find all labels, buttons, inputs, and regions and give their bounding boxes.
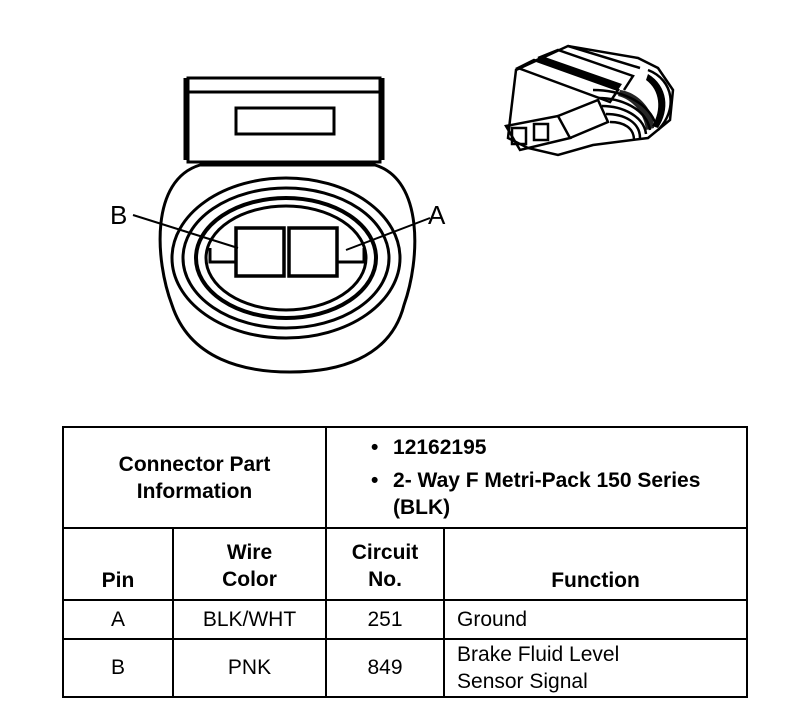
header-row: Pin Wire Color Circuit No. Function: [62, 527, 749, 601]
leader-line-a: [345, 217, 431, 251]
circuit-cell: 849: [325, 638, 446, 698]
part-info-row: Connector Part Information •12162195 •2-…: [61, 426, 749, 529]
wire-color-cell: PNK: [171, 638, 328, 698]
outer-seal-ring: [170, 176, 402, 340]
terminal-slot: [510, 126, 528, 146]
connector-face-view: [132, 76, 431, 374]
function-cell: Ground: [443, 599, 749, 640]
connector-outer-body: [158, 163, 417, 374]
part-info-item: •2- Way F Metri-Pack 150 Series (BLK): [371, 469, 701, 519]
terminal-cavity-b: [234, 226, 286, 278]
connector-info-table: Connector Part Information •12162195 •2-…: [61, 426, 749, 698]
header-circuit: Circuit No.: [325, 527, 446, 601]
body-outline: [506, 44, 675, 157]
header-pin: Pin: [62, 527, 174, 601]
circuit-cell: 251: [325, 599, 446, 640]
pin-label-a: A: [428, 200, 446, 230]
terminal-cavity-a: [287, 226, 339, 278]
part-info-item: •12162195: [371, 436, 487, 459]
terminal-slot: [532, 122, 550, 142]
header-function: Function: [443, 527, 749, 601]
header-wire-color: Wire Color: [171, 527, 328, 601]
table-row: B PNK 849 Brake Fluid Level Sensor Signa…: [62, 638, 749, 698]
pin-cell: B: [62, 638, 174, 698]
function-cell: Brake Fluid Level Sensor Signal: [443, 638, 749, 698]
connector-diagram: B A: [110, 44, 675, 374]
table-row: A BLK/WHT 251 Ground: [62, 599, 749, 640]
latch-window: [234, 106, 336, 136]
part-info-list: •12162195 •2- Way F Metri-Pack 150 Serie…: [325, 426, 749, 529]
inner-seal-ring: [194, 196, 378, 320]
part-info-label: Connector Part Information: [61, 426, 328, 529]
leader-line-b: [132, 214, 239, 249]
wire-color-cell: BLK/WHT: [171, 599, 328, 640]
pin-label-b: B: [110, 200, 128, 230]
pin-cell: A: [62, 599, 174, 640]
connector-isometric-view: [504, 44, 675, 157]
